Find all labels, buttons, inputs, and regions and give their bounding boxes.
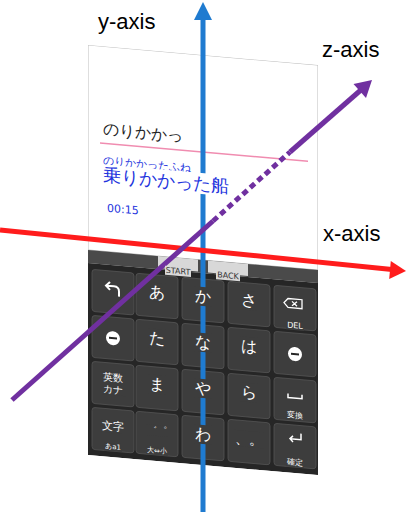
z-axis-line-end [290, 89, 362, 152]
key-label-holder: 大⇔小 [136, 437, 178, 458]
key-label: 変換 [286, 410, 304, 421]
key-label: ゛゜ [146, 424, 168, 437]
key [274, 331, 316, 377]
key-label: 、。 [234, 430, 264, 449]
key [136, 319, 178, 365]
axis-label: x-axis [323, 221, 380, 246]
undo-icon [106, 282, 119, 297]
input-text-holder: のりかかっ [102, 120, 184, 145]
key-label: や [194, 378, 212, 399]
key-label-holder: 変換 [274, 402, 316, 423]
key-label-holder: 確定 [274, 449, 316, 470]
axis-label-holder: x-axis [323, 222, 380, 246]
target-text-holder: 乗りかかった船 [102, 165, 230, 196]
key-label-holder: ら [228, 382, 270, 403]
key-label-holder: や [182, 378, 224, 399]
left-cursor-mark [109, 337, 117, 340]
z-axis-line [12, 221, 213, 400]
key [228, 281, 270, 327]
timer-holder: 00:15 [106, 198, 140, 219]
enter-icon [290, 433, 301, 443]
key-label-holder: ま [136, 374, 178, 395]
key-label-holder: わ [182, 424, 224, 445]
key [92, 361, 134, 407]
key-label: 文字 [101, 419, 125, 434]
key [274, 423, 316, 469]
key-label: 英数 カナ [100, 371, 126, 396]
axis-label: y-axis [98, 9, 155, 34]
key-label: な [194, 332, 212, 353]
key [274, 285, 316, 331]
key-label-holder: あ [136, 282, 178, 303]
key [136, 365, 178, 411]
key [136, 411, 178, 457]
key-label-holder: か [182, 286, 224, 307]
key-label-holder: DEL [274, 312, 316, 333]
button-label: BACK [216, 270, 240, 281]
key-label: わ [194, 424, 212, 445]
key-label: あa1 [104, 442, 122, 452]
key-label: 大⇔小 [146, 446, 168, 456]
key [274, 377, 316, 423]
target-text: 乗りかかった船 [102, 164, 230, 196]
input-text: のりかかっ [102, 119, 184, 145]
button-label-holder: START [158, 258, 198, 279]
key-label-holder: 、。 [228, 428, 270, 449]
delete-icon [284, 298, 302, 309]
right-cursor-mark [291, 353, 299, 356]
left-cursor-icon [106, 331, 120, 346]
key [228, 373, 270, 419]
key [136, 273, 178, 319]
key-label: あ [148, 282, 166, 303]
key-label-holder: ゛゜ [136, 418, 178, 439]
key [228, 327, 270, 373]
key [92, 407, 134, 453]
key-label-holder: 英数 カナ [92, 370, 134, 398]
key-label: か [194, 286, 212, 307]
key-label-holder: は [228, 336, 270, 357]
screen-text-layer: のりかかっのりかかったふね乗りかかった船00:15STARTBACKあかさDEL… [88, 45, 318, 475]
z-axis-arrowhead [354, 80, 373, 98]
x-axis-arrowhead [389, 261, 406, 279]
key-label: た [148, 328, 166, 349]
key [228, 419, 270, 465]
y-axis-arrowhead [194, 2, 212, 20]
button-label: START [165, 266, 192, 277]
key-label-holder: 文字 [92, 414, 134, 435]
timer: 00:15 [106, 202, 140, 218]
key-label: さ [240, 290, 258, 311]
button-label-holder: BACK [208, 262, 248, 283]
space-icon [288, 393, 302, 398]
axis-label-holder: y-axis [98, 10, 155, 34]
key-label: は [240, 336, 258, 357]
key-label: 確定 [286, 457, 304, 468]
key-label: DEL [286, 320, 304, 331]
key-label-holder: さ [228, 290, 270, 311]
axis-label-holder: z-axis [322, 38, 379, 62]
right-cursor-icon [288, 346, 302, 361]
key-label-holder: あa1 [92, 433, 134, 454]
key-label: ま [148, 374, 166, 395]
key-label-holder: な [182, 332, 224, 353]
key-label-holder: た [136, 328, 178, 349]
axis-label: z-axis [322, 37, 379, 62]
key-label: ら [240, 382, 258, 403]
